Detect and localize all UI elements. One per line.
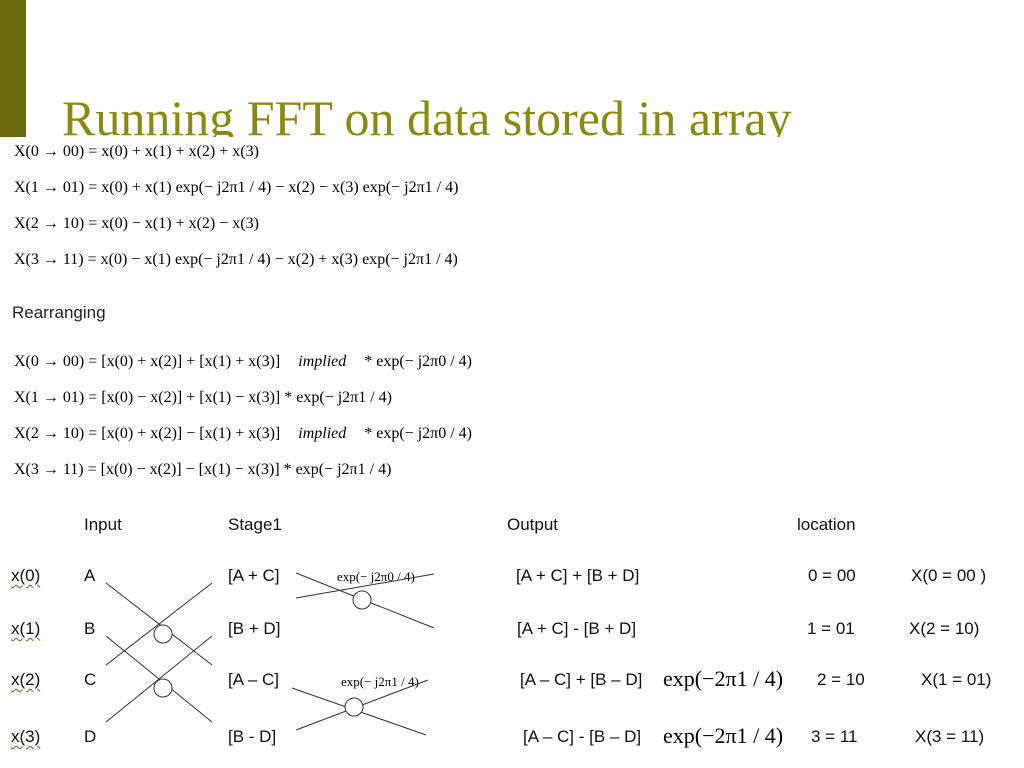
location-3: 3 = 11 xyxy=(811,727,858,746)
stage2-line-upper-0 xyxy=(295,573,435,599)
output-3-exp: exp(−2π1 / 4) xyxy=(663,723,784,748)
butterfly-node-1 xyxy=(153,678,173,698)
content-panel: X(0 → 00) = x(0) + x(1) + x(2) + x(3) X(… xyxy=(0,137,1024,768)
header-location: location xyxy=(797,515,856,534)
row-label-x1: x(1) xyxy=(11,619,41,638)
header-output: Output xyxy=(507,515,559,534)
location-2: 2 = 10 xyxy=(817,670,865,689)
input-c: C xyxy=(84,670,97,689)
rearranged-equation-0: X(0 → 00) = [x(0) + x(2)] + [x(1) + x(3)… xyxy=(14,353,472,370)
stage1-3: [B - D] xyxy=(228,727,277,746)
butterfly-node-0 xyxy=(153,624,173,644)
input-b: B xyxy=(84,619,96,638)
input-d: D xyxy=(84,727,97,746)
result-1: X(2 = 10) xyxy=(909,619,980,638)
butterfly-line-d-to-stage1 xyxy=(105,635,213,723)
header-stage1: Stage1 xyxy=(228,515,282,534)
location-0: 0 = 00 xyxy=(808,566,856,585)
equation-2: X(2 → 10) = x(0) − x(1) + x(2) − x(3) xyxy=(14,215,259,232)
rearranged-equation-1: X(1 → 01) = [x(0) − x(2)] + [x(1) − x(3)… xyxy=(14,389,392,406)
result-2: X(1 = 01) xyxy=(921,670,992,689)
rearranged-equation-2: X(2 → 10) = [x(0) + x(2)] − [x(1) + x(3)… xyxy=(14,425,472,442)
row-label-x0: x(0) xyxy=(11,566,41,585)
rearranging-label: Rearranging xyxy=(12,303,106,322)
output-1: [A + C] - [B + D] xyxy=(517,619,637,638)
stage1-0: [A + C] xyxy=(228,566,280,585)
rearranged-equation-3: X(3 → 11) = [x(0) − x(2)] − [x(1) − x(3)… xyxy=(14,461,392,478)
equation-3: X(3 → 11) = x(0) − x(1) exp(− j2π1 / 4) … xyxy=(14,251,458,268)
butterfly-node-2 xyxy=(352,590,372,610)
header-input: Input xyxy=(84,515,122,534)
row-label-x2: x(2) xyxy=(11,670,41,689)
result-3: X(3 = 11) xyxy=(915,727,985,746)
output-0: [A + C] + [B + D] xyxy=(516,566,640,585)
location-1: 1 = 01 xyxy=(807,619,855,638)
twiddle-label-1: exp(− j2π1 / 4) xyxy=(341,674,419,689)
equation-1: X(1 → 01) = x(0) + x(1) exp(− j2π1 / 4) … xyxy=(14,179,459,196)
row-label-x3: x(3) xyxy=(11,727,41,746)
butterfly-line-c-to-stage0 xyxy=(105,582,213,666)
stage1-2: [A – C] xyxy=(228,670,280,689)
output-3: [A – C] - [B – D] xyxy=(523,727,642,746)
butterfly-node-3 xyxy=(344,697,364,717)
stage1-1: [B + D] xyxy=(228,619,281,638)
input-a: A xyxy=(84,566,96,585)
result-0: X(0 = 00 ) xyxy=(911,566,987,585)
output-2: [A – C] + [B – D] xyxy=(520,670,643,689)
slide-title: Running FFT on data stored in array xyxy=(62,90,792,138)
output-2-exp: exp(−2π1 / 4) xyxy=(663,666,784,691)
equation-0: X(0 → 00) = x(0) + x(1) + x(2) + x(3) xyxy=(14,143,259,160)
